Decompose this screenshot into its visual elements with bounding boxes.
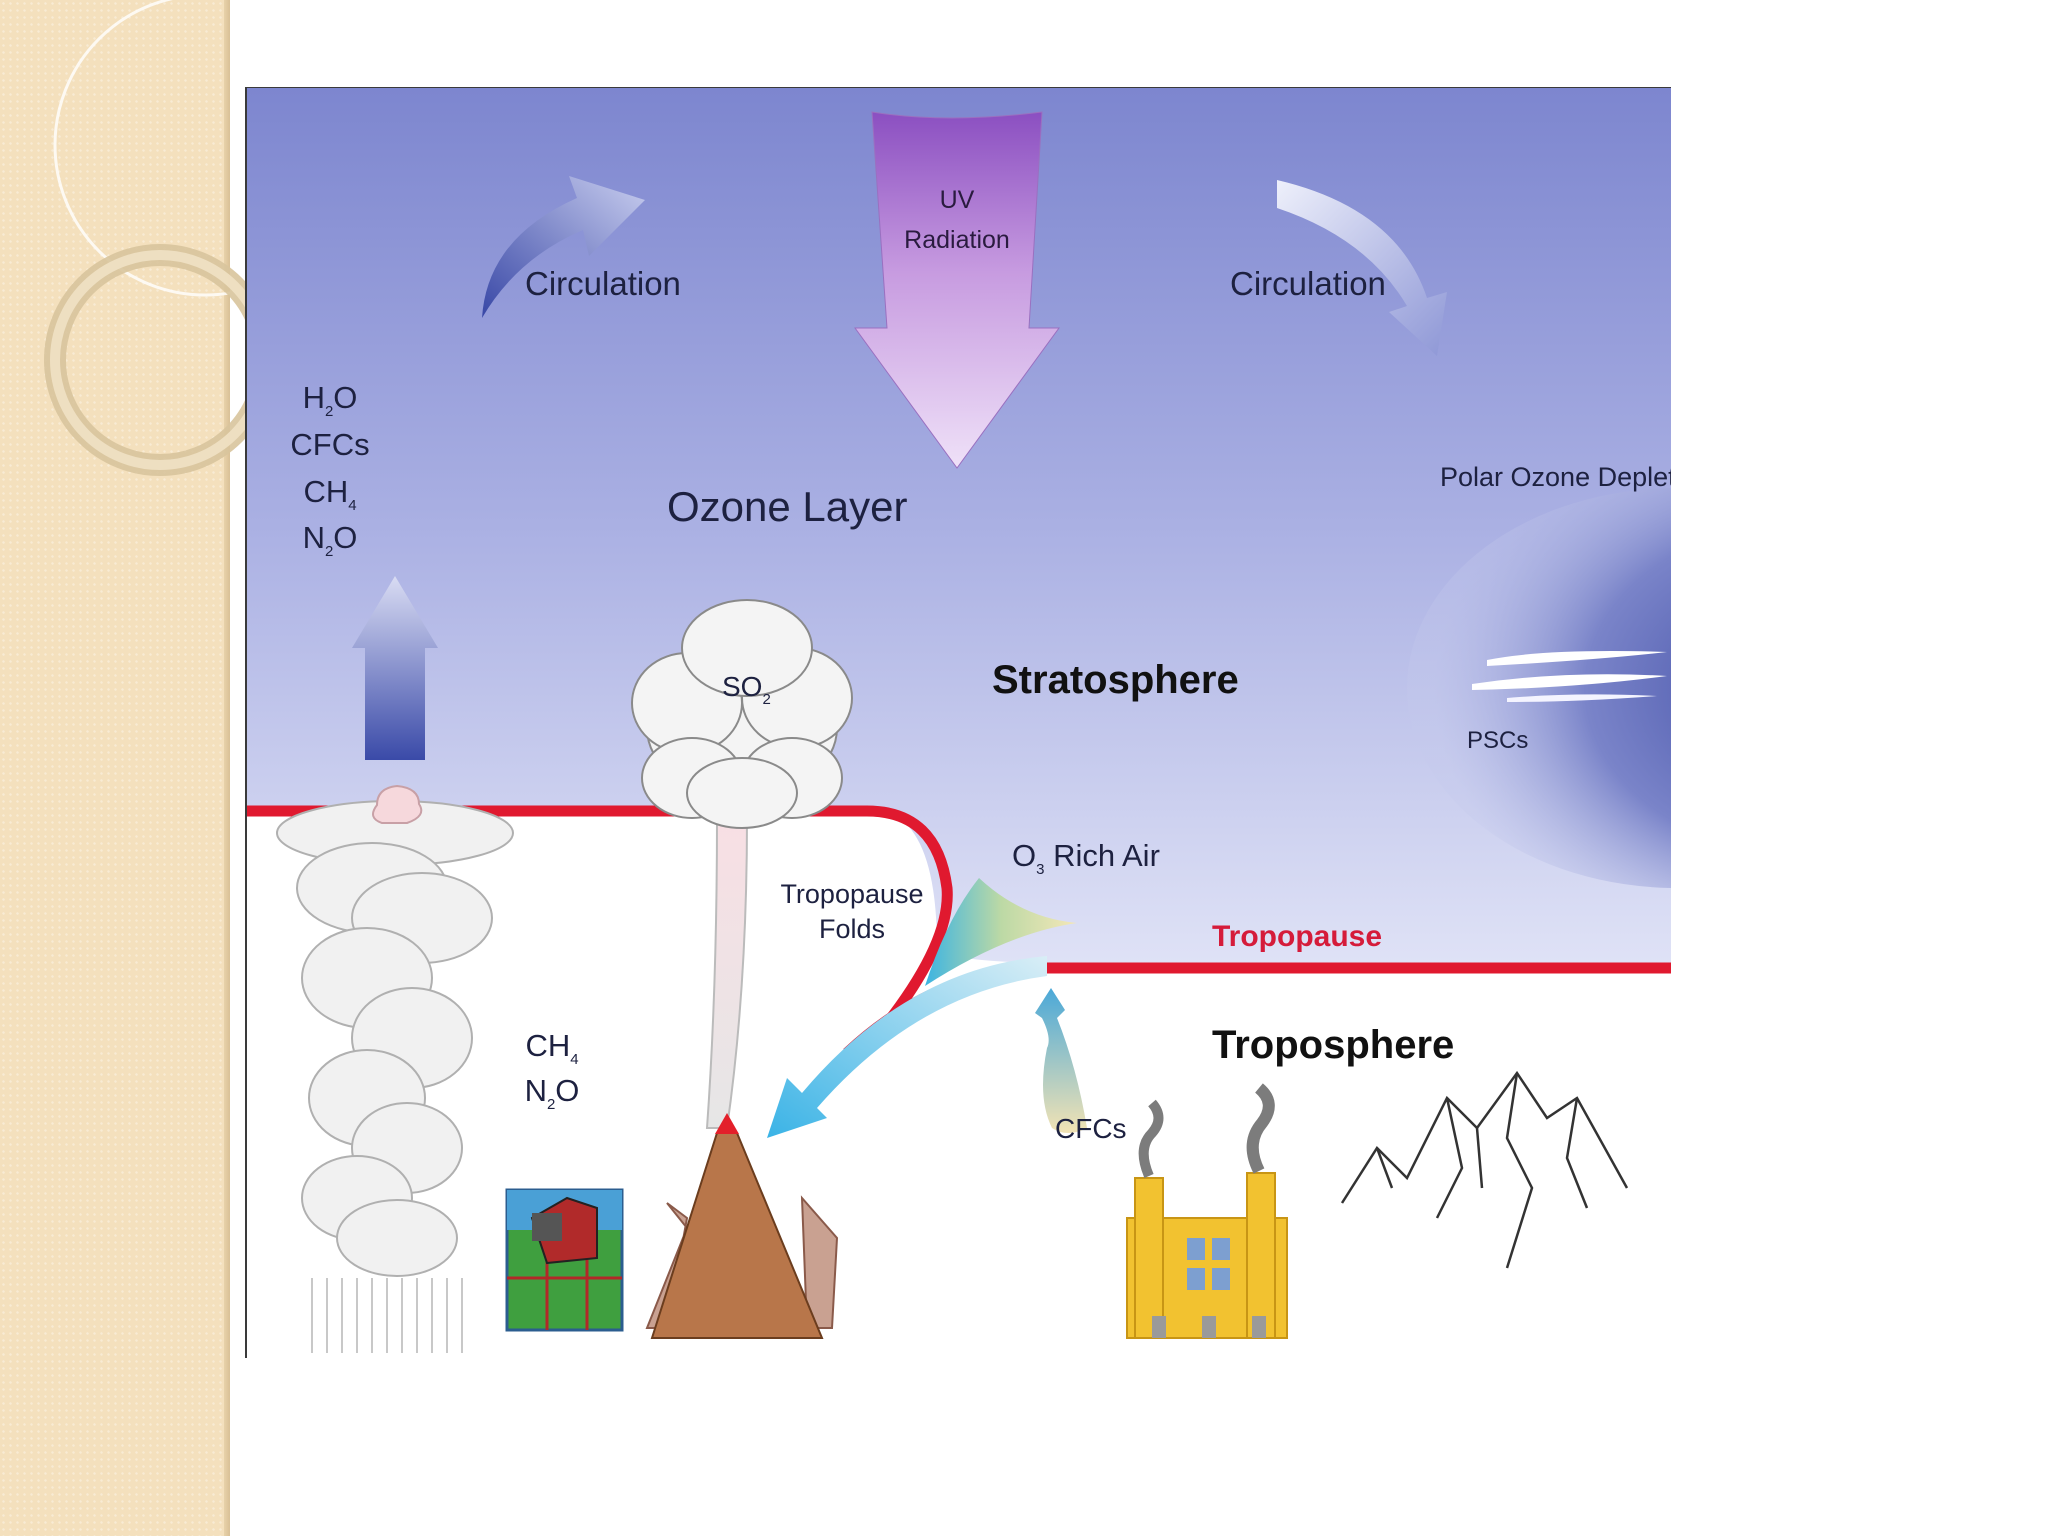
- ozone-layer-label: Ozone Layer: [667, 483, 907, 530]
- uv-label-line2: Radiation: [904, 226, 1010, 254]
- tropopause-fold-arrow: [767, 956, 1047, 1138]
- farm-icon: [505, 1188, 624, 1332]
- o3-rich-air-arrow: [925, 878, 1077, 986]
- o3-base: O: [1012, 838, 1036, 873]
- so2-base: SO: [722, 671, 762, 702]
- surface-species-n2o: N2O: [525, 1073, 580, 1113]
- psc-clouds: [1472, 651, 1667, 702]
- psc-label: PSCs: [1467, 727, 1528, 754]
- species-cfcs: CFCs: [290, 427, 369, 462]
- cloud-overshoot: [372, 784, 423, 824]
- circulation-label-left: Circulation: [525, 265, 681, 302]
- circulation-arrow-left: [482, 176, 645, 318]
- tropopause-folds-label-line2: Folds: [819, 914, 885, 944]
- cfcs-arrow: [1035, 988, 1087, 1133]
- ozone-diagram: Circulation Circulation UV Radiation Ozo…: [245, 87, 1947, 1358]
- decorative-rings: [44, 0, 260, 476]
- diagram-canvas: Circulation Circulation UV Radiation Ozo…: [247, 88, 1947, 1358]
- species-n2o: N2O: [303, 520, 358, 560]
- upward-species-list: H2O CFCs CH4 N2O: [290, 380, 369, 560]
- upward-transport-arrow: [352, 576, 438, 760]
- factory-icon: [1126, 1083, 1288, 1339]
- cfcs-bottom-label: CFCs: [1055, 1113, 1127, 1144]
- mountains-icon: [1340, 1070, 1629, 1269]
- o3-subscript: 3: [1036, 861, 1044, 878]
- tropopause-folds-label-line1: Tropopause: [780, 879, 923, 909]
- tropopause-line: [247, 805, 953, 1052]
- rain: [311, 1278, 463, 1353]
- uv-radiation-arrow: [854, 111, 1060, 469]
- sidebar-edge: [224, 0, 230, 1536]
- stratosphere-region: [247, 88, 1671, 963]
- so2-subscript: 2: [762, 691, 770, 708]
- surface-species-list: CH4 N2O: [525, 1028, 580, 1113]
- polar-ozone-depletion-label: Polar Ozone Depletion: [1440, 462, 1671, 492]
- species-h2o: H2O: [303, 380, 358, 420]
- circulation-arrow-right: [1277, 180, 1447, 356]
- thunderstorm-cloud: [276, 800, 514, 1277]
- so2-label: SO2: [722, 671, 771, 708]
- species-ch4: CH4: [303, 474, 356, 514]
- surface-species-ch4: CH4: [525, 1028, 578, 1068]
- troposphere-label: Troposphere: [1212, 1023, 1454, 1067]
- so2-cloud: [631, 599, 853, 829]
- volcano: [645, 1113, 839, 1339]
- stratosphere-label: Stratosphere: [992, 658, 1239, 702]
- tropopause-label: Tropopause: [1212, 920, 1382, 953]
- o3-rich-air-label: O3 Rich Air: [1012, 838, 1160, 878]
- circulation-label-right: Circulation: [1230, 265, 1386, 302]
- o3-suffix: Rich Air: [1044, 838, 1159, 873]
- uv-label-line1: UV: [940, 186, 975, 214]
